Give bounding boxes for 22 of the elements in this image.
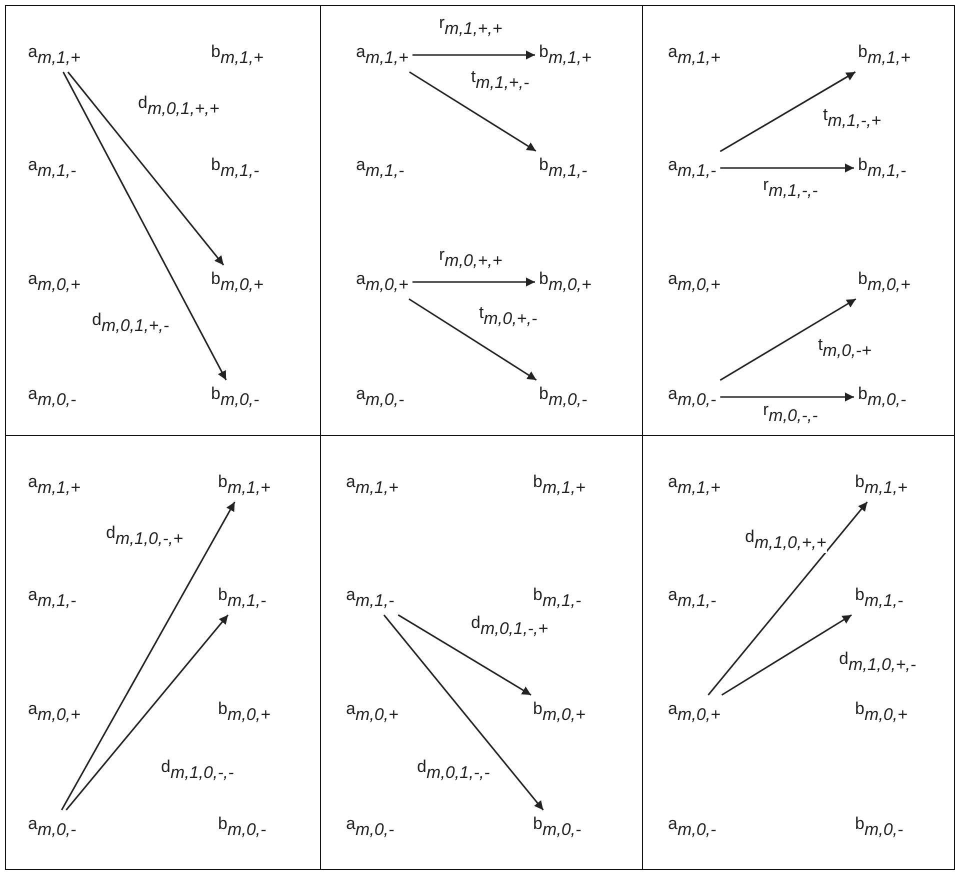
arrow (721, 614, 852, 696)
panel (5, 5, 322, 437)
arrow (398, 614, 532, 696)
panel (320, 5, 644, 437)
arrow (720, 71, 856, 152)
arrow (720, 392, 854, 402)
arrow (383, 614, 544, 810)
panel (642, 435, 955, 870)
panel (320, 435, 644, 870)
arrow (409, 71, 536, 152)
arrow (62, 72, 227, 380)
panel (642, 5, 955, 437)
arrow (412, 278, 535, 286)
arrow (708, 502, 868, 696)
arrow (720, 164, 854, 172)
arrow (67, 72, 224, 266)
panel (5, 435, 322, 870)
arrow (720, 298, 856, 381)
arrow (408, 298, 537, 381)
arrow (412, 50, 535, 60)
arrow (60, 502, 236, 810)
arrow (66, 614, 229, 811)
